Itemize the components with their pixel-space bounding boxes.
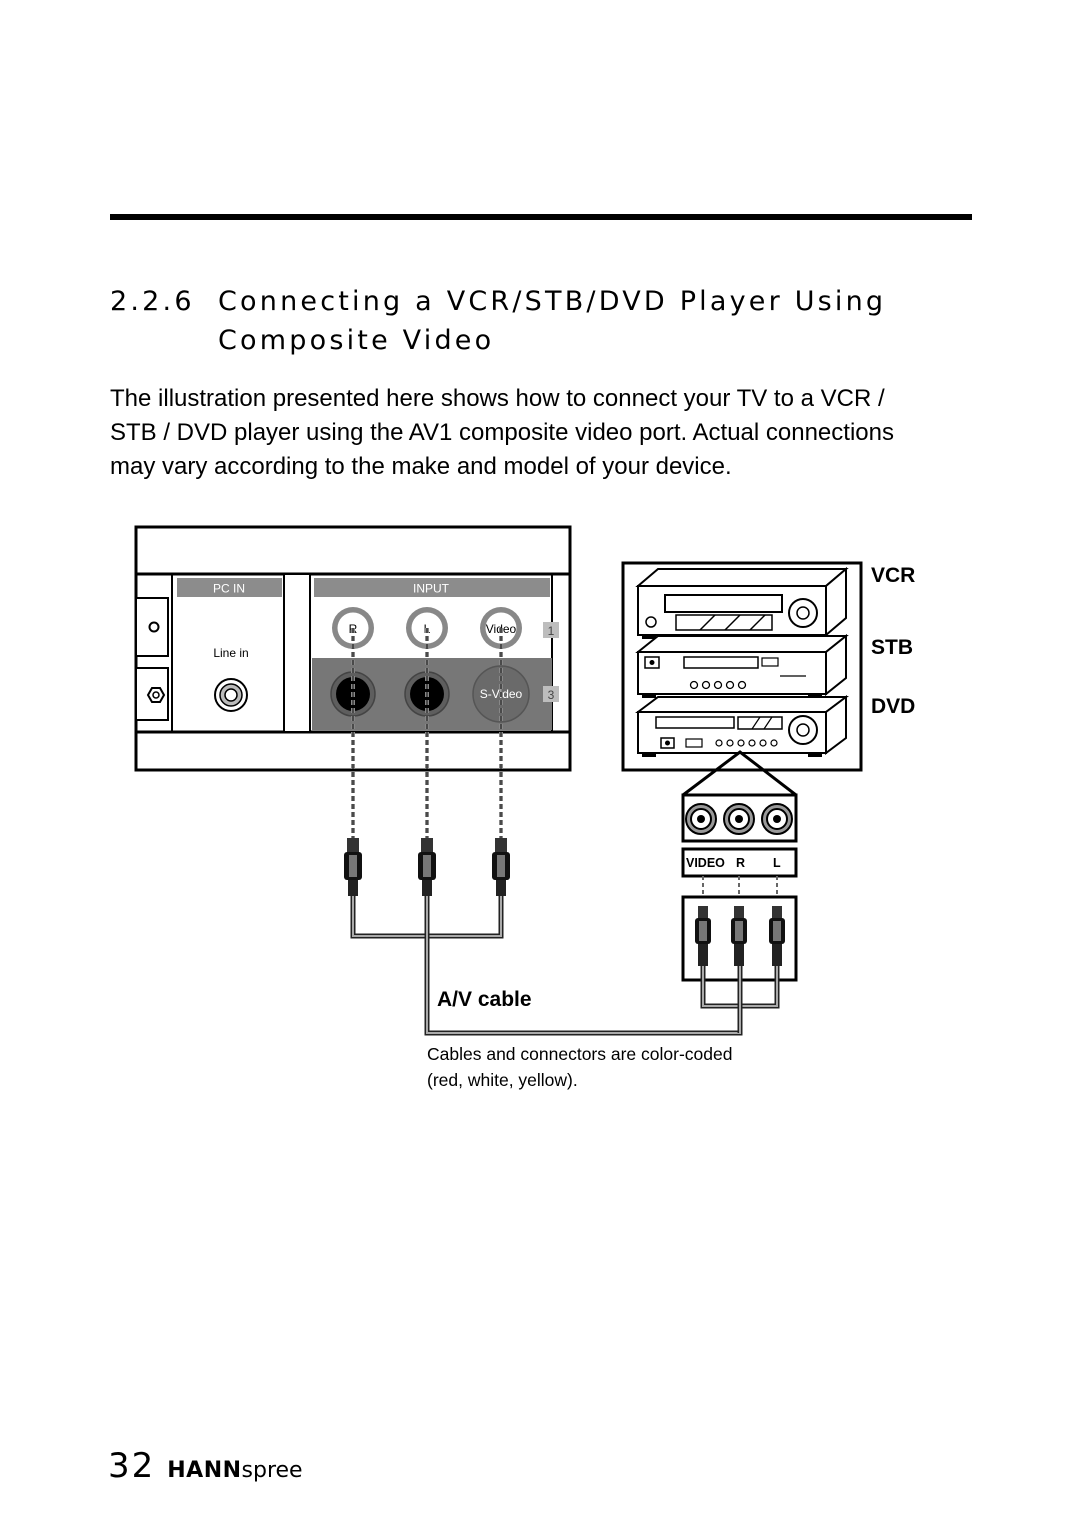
brand-logo: HANNspree [167,1458,302,1483]
rca-plug-icon [695,906,711,966]
section-title-line1: Connecting a VCR/STB/DVD Player Using [218,286,887,317]
panel-port-hole-icon [148,621,160,633]
stb-label: STB [871,636,913,659]
pc-in-label: PC IN [213,582,245,596]
paragraph-line: The illustration presented here shows ho… [110,385,885,412]
rca-plug-icon [769,906,785,966]
section-number: 2.2.6 [110,286,195,317]
rca-plug-icon [731,906,747,966]
rca-plug-icon [418,838,436,896]
badge-3-label: 3 [548,688,555,702]
rca-plug-icon [344,838,362,896]
line-in-label: Line in [213,646,248,660]
input-header [314,578,550,597]
coax-hex-icon [146,687,166,703]
caption-line2: (red, white, yellow). [427,1070,578,1090]
device-ports-callout: VIDEO R L [681,750,798,1033]
panel-port-edge [135,597,169,657]
page-footer: 32 HANNspree [108,1446,303,1486]
badge-1-label: 1 [548,624,555,638]
dvd-device-icon [635,695,849,757]
pc-in-header [177,578,282,597]
av-cable [350,628,743,1036]
device-r-label: R [736,856,745,870]
vcr-device-icon [635,566,849,639]
device-stack: VCR STB DVD [621,561,915,772]
badge-3 [543,686,559,702]
brand-logo-bold: HANN [167,1458,242,1483]
section-title-line2: Composite Video [218,325,495,356]
rca-plug-icon [492,838,510,896]
caption-line1: Cables and connectors are color-coded [427,1044,732,1064]
input-label: INPUT [413,582,450,596]
stb-device-icon [635,633,849,698]
paragraph-line: may vary according to the make and model… [110,453,732,480]
dvd-label: DVD [871,695,915,718]
section-heading: 2.2.6 Connecting a VCR/STB/DVD Player Usi… [110,282,990,360]
brand-logo-light: spree [241,1458,303,1483]
section-rule [110,214,972,220]
paragraph-line: STB / DVD player using the AV1 composite… [110,419,894,446]
vcr-label: VCR [871,564,915,587]
page-number: 32 [108,1446,156,1486]
device-l-label: L [773,856,781,870]
av-cable-label: A/V cable [437,988,532,1011]
badge-1 [543,622,559,638]
device-video-label: VIDEO [686,856,725,870]
intro-paragraph: The illustration presented here shows ho… [110,382,980,484]
